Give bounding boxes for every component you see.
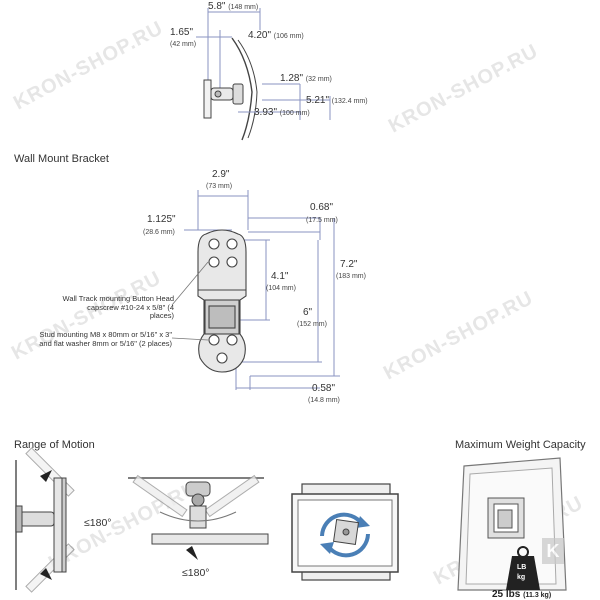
section-title-weight: Maximum Weight Capacity — [455, 439, 586, 451]
dim-sublabel: (152 mm) — [297, 321, 327, 328]
dim-sublabel: (14.8 mm) — [308, 397, 340, 404]
dim-sublabel: (17.5 mm) — [306, 217, 338, 224]
dim-label: 1.125" — [147, 214, 176, 225]
dim-sublabel: (42 mm) — [170, 41, 197, 48]
label-swivel-angle: ≤180° — [182, 567, 210, 579]
weight-badge-kg: kg — [517, 574, 526, 581]
dim-label: 5.8" (148 mm) — [208, 1, 259, 12]
dim-sublabel: (183 mm) — [336, 273, 366, 280]
dim-label: 0.68" — [310, 202, 334, 213]
section-title-bracket: Wall Mount Bracket — [14, 153, 109, 165]
dim-label: 4.20" (106 mm) — [248, 30, 304, 41]
note-wall-track: Wall Track mounting Button Head capscrew… — [62, 294, 174, 321]
note-stud-mounting: Stud mounting M8 x 80mm or 5/16" x 3" an… — [39, 330, 172, 348]
dim-label: 3.93" (100 mm) — [254, 107, 310, 118]
dim-label: 5.21" (132.4 mm) — [306, 95, 368, 106]
dim-label: 2.9" — [212, 169, 230, 180]
dim-sublabel: (28.6 mm) — [143, 229, 175, 236]
dim-label: 4.1" — [271, 271, 289, 282]
label-tilt-angle: ≤180° — [84, 517, 112, 529]
section-title-range: Range of Motion — [14, 439, 95, 451]
dim-label: 0.58" — [312, 383, 336, 394]
dim-label: 6" — [303, 307, 313, 318]
weight-badge-lb: LB — [517, 564, 527, 571]
dim-sublabel: (73 mm) — [206, 183, 233, 190]
dim-sublabel: (104 mm) — [266, 285, 296, 292]
brand-corner-badge: K — [542, 538, 564, 564]
dim-label: 1.65" — [170, 27, 194, 38]
dim-label: 7.2" — [340, 259, 358, 270]
dim-label: 1.28" (32 mm) — [280, 73, 332, 84]
weight-value: 25 lbs (11.3 kg) — [492, 589, 552, 600]
